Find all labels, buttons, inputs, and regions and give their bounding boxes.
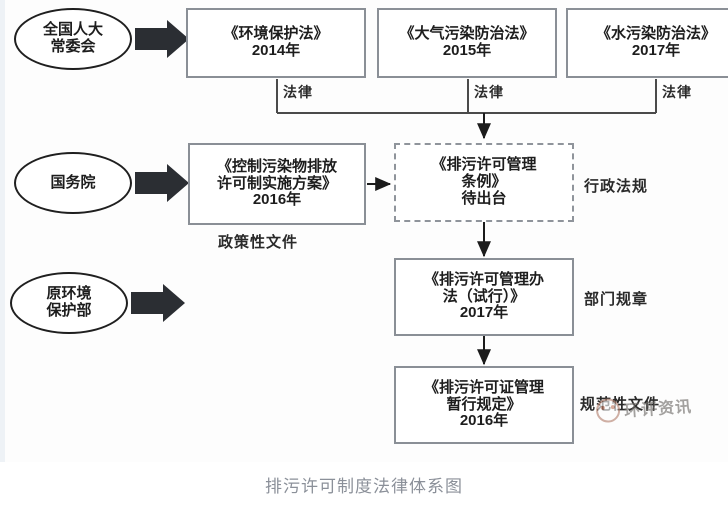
- actor-line: 国务院: [50, 173, 96, 191]
- actor-former-ministry-environmental-protection[interactable]: 原环境 保护部: [10, 272, 128, 334]
- edge-label-law-3: 法律: [662, 86, 692, 101]
- doc-line: 条例》: [461, 173, 507, 191]
- doc-line: 《排污许可管理: [431, 156, 537, 174]
- actor-line: 常委会: [50, 38, 96, 55]
- edge-label-law-1: 法律: [283, 86, 313, 101]
- law-bus-connector: [276, 79, 657, 114]
- actor-state-council[interactable]: 国务院: [14, 152, 132, 214]
- law-year: 2014年: [251, 42, 301, 59]
- actor-npc-standing-committee[interactable]: 全国人大 常委会: [14, 8, 132, 70]
- connector-layer: [131, 20, 657, 366]
- figure-caption: 排污许可制度法律体系图: [265, 477, 463, 496]
- doc-box-discharge-permit-management-regulations[interactable]: 《排污许可管理 条例》 待出台: [394, 143, 574, 222]
- block-arrow-npc: [135, 20, 189, 58]
- law-box-environmental-protection-law[interactable]: 《环境保护法》 2014年: [186, 8, 366, 78]
- block-arrow-state-council: [135, 164, 189, 202]
- doc-line: 《控制污染物排放: [216, 157, 337, 175]
- law-title: 《水污染防治法》: [595, 25, 716, 43]
- block-arrow-ministry: [131, 284, 185, 322]
- side-label-departmental-rule: 部门规章: [584, 292, 649, 308]
- edge-label-law-2: 法律: [474, 86, 504, 101]
- doc-year: 2016年: [252, 191, 302, 209]
- law-year: 2015年: [442, 42, 492, 59]
- doc-line: 法（试行）》: [442, 287, 526, 305]
- law-year: 2017年: [631, 42, 681, 59]
- law-box-air-pollution-prevention-law[interactable]: 《大气污染防治法》 2015年: [377, 8, 557, 78]
- figure-canvas: 全国人大 常委会 国务院 原环境 保护部 《环境保护法》 2014年 《大气污染…: [0, 0, 728, 462]
- doc-line: 暂行规定》: [446, 395, 522, 413]
- doc-year: 2016年: [459, 412, 509, 430]
- doc-box-discharge-permit-management-measures-trial[interactable]: 《排污许可管理办 法（试行）》 2017年: [394, 258, 574, 336]
- actor-line: 原环境: [46, 285, 92, 303]
- law-box-water-pollution-prevention-law[interactable]: 《水污染防治法》 2017年: [566, 8, 728, 78]
- doc-box-pollutant-discharge-permit-implementation-plan[interactable]: 《控制污染物排放 许可制实施方案》 2016年: [188, 143, 366, 225]
- doc-box-discharge-permit-interim-provisions[interactable]: 《排污许可证管理 暂行规定》 2016年: [394, 366, 574, 444]
- law-title: 《大气污染防治法》: [399, 25, 535, 43]
- under-label-policy-document: 政策性文件: [218, 235, 299, 251]
- doc-line: 许可制实施方案》: [216, 174, 337, 192]
- side-label-administrative-regulation: 行政法规: [584, 179, 649, 195]
- doc-line: 《排污许可管理办: [423, 270, 544, 288]
- doc-year: 2017年: [459, 304, 509, 322]
- actor-line: 保护部: [46, 302, 92, 319]
- actor-line: 全国人大: [42, 21, 103, 39]
- panda-circle-logo-icon: [595, 397, 621, 424]
- doc-line: 《排污许可证管理: [423, 378, 544, 396]
- law-title: 《环境保护法》: [223, 25, 329, 43]
- watermark-text: 环评资讯: [623, 398, 693, 421]
- doc-line: 待出台: [461, 189, 507, 207]
